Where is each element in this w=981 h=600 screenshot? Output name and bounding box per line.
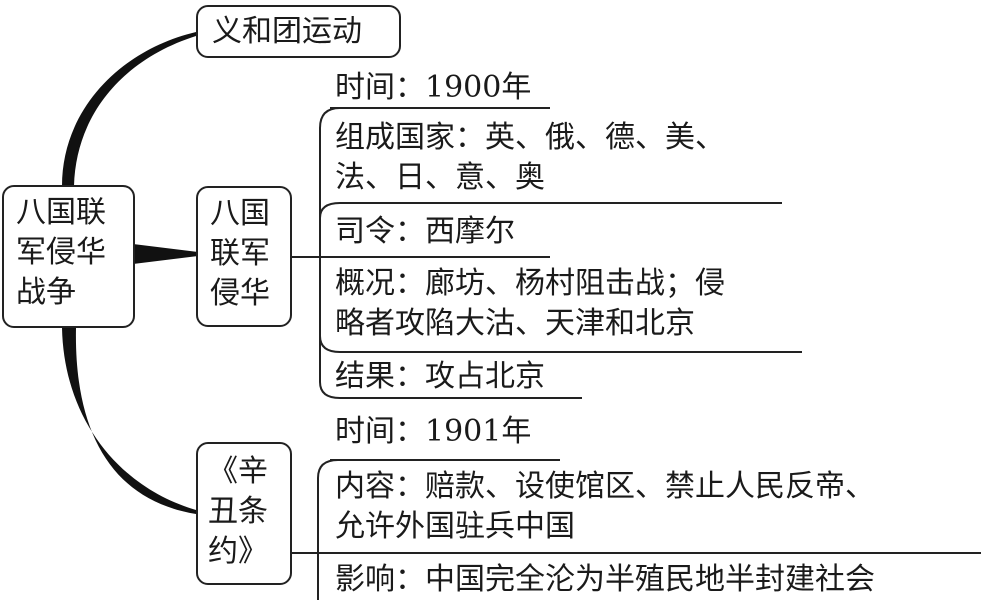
invasion-result: 结果：攻占北京 [335, 359, 545, 394]
boxer-movement-node[interactable]: 义和团运动 [196, 5, 401, 58]
root-line-2: 军侵华 [16, 235, 106, 270]
root-line-3: 战争 [16, 275, 76, 310]
treaty-content: 内容：赔款、设使馆区、禁止人民反帝、 允许外国驻兵中国 [335, 469, 875, 544]
invasion-overview: 概况：廊坊、杨村阻击战；侵 略者攻陷大沽、天津和北京 [335, 266, 725, 341]
invasion-time: 时间：1900年 [335, 70, 532, 105]
invasion-line-2: 联军 [210, 236, 270, 271]
root-node[interactable]: 八国联 军侵华 战争 [2, 185, 135, 328]
invasion-line-1: 八国 [210, 196, 270, 231]
treaty-line-2: 丑条 [208, 494, 268, 529]
treaty-line-3: 约》 [208, 534, 268, 569]
boxer-protocol-node[interactable]: 《辛 丑条 约》 [196, 442, 292, 585]
invasion-commander: 司令：西摩尔 [335, 214, 515, 249]
treaty-line-1: 《辛 [208, 454, 268, 489]
root-line-1: 八国联 [16, 195, 106, 230]
invasion-countries: 组成国家：英、俄、德、美、 法、日、意、奥 [335, 120, 725, 195]
allied-invasion-node[interactable]: 八国 联军 侵华 [196, 186, 292, 327]
invasion-line-3: 侵华 [210, 276, 270, 311]
treaty-impact: 影响：中国完全沦为半殖民地半封建社会 [335, 562, 875, 597]
treaty-time: 时间：1901年 [335, 414, 532, 449]
boxer-movement-label: 义和团运动 [212, 14, 362, 49]
